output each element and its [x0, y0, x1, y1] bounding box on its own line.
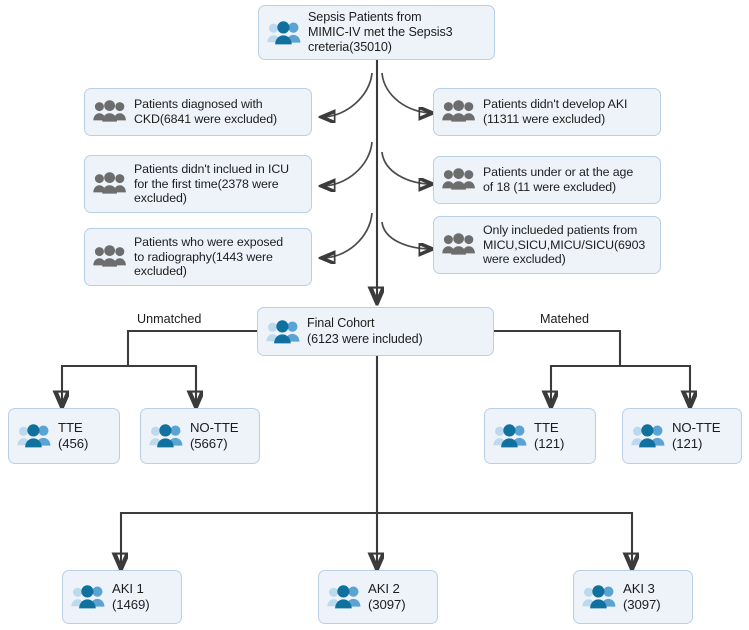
people-group-blue-icon [267, 20, 301, 46]
people-group-blue-icon [327, 584, 361, 610]
people-group-blue-icon [631, 423, 665, 449]
people-group-gray-icon [93, 172, 127, 196]
node-source-cohort[interactable]: Sepsis Patients from MIMIC-IV met the Se… [258, 5, 495, 60]
people-group-gray-icon [93, 100, 127, 124]
node-exclusion-right-3[interactable]: Only inclueded patients from MICU,SICU,M… [433, 216, 661, 274]
node-aki-1-label: AKI 1 (1469) [112, 581, 150, 612]
node-exclusion-left-3-label: Patients who were exposed to radiography… [134, 235, 284, 279]
arrow-exclusion-right-3 [381, 221, 432, 249]
node-exclusion-left-3[interactable]: Patients who were exposed to radiography… [84, 228, 312, 286]
node-source-cohort-label: Sepsis Patients from MIMIC-IV met the Se… [308, 9, 453, 55]
node-exclusion-right-3-label: Only inclueded patients from MICU,SICU,M… [483, 223, 646, 267]
people-group-blue-icon [149, 423, 183, 449]
node-matched-tte[interactable]: TTE (121) [484, 408, 596, 464]
node-matched-tte-label: TTE (121) [534, 420, 565, 451]
people-group-gray-icon [442, 233, 476, 257]
branch-unmatched-stem [126, 329, 257, 366]
people-group-gray-icon [442, 168, 476, 192]
people-group-gray-icon [93, 245, 127, 269]
node-exclusion-right-2-label: Patients under or at the age of 18 (11 w… [483, 165, 634, 194]
node-matched-notte[interactable]: NO-TTE (121) [622, 408, 742, 464]
node-unmatched-notte[interactable]: NO-TTE (5667) [140, 408, 260, 464]
node-exclusion-left-2[interactable]: Patients didn't inclued in ICU for the f… [84, 155, 312, 213]
node-exclusion-right-1-label: Patients didn't develop AKI (11311 were … [483, 97, 628, 126]
arrow-exclusion-right-2 [381, 151, 432, 184]
people-group-blue-icon [582, 584, 616, 610]
node-aki-2[interactable]: AKI 2 (3097) [318, 570, 438, 624]
arrow-exclusion-right-1 [381, 72, 432, 113]
people-group-blue-icon [266, 319, 300, 345]
node-final-cohort-label: Final Cohort (6123 were included) [307, 316, 423, 346]
node-aki-1[interactable]: AKI 1 (1469) [62, 570, 182, 624]
node-unmatched-tte[interactable]: TTE (456) [8, 408, 120, 464]
node-unmatched-notte-label: NO-TTE (5667) [190, 420, 239, 451]
node-aki-2-label: AKI 2 (3097) [368, 581, 406, 612]
branch-label-matched: Matehed [540, 312, 590, 326]
node-unmatched-tte-label: TTE (456) [58, 420, 89, 451]
node-exclusion-right-1[interactable]: Patients didn't develop AKI (11311 were … [433, 88, 661, 136]
node-matched-notte-label: NO-TTE (121) [672, 420, 721, 451]
arrow-exclusion-left-3 [322, 212, 373, 258]
node-exclusion-right-2[interactable]: Patients under or at the age of 18 (11 w… [433, 156, 661, 204]
arrow-exclusion-left-1 [322, 72, 373, 117]
people-group-blue-icon [493, 423, 527, 449]
node-exclusion-left-1[interactable]: Patients diagnosed with CKD(6841 were ex… [84, 88, 312, 136]
branch-matched-stem [494, 329, 622, 366]
people-group-blue-icon [17, 423, 51, 449]
node-aki-3-label: AKI 3 (3097) [623, 581, 661, 612]
node-final-cohort[interactable]: Final Cohort (6123 were included) [257, 307, 494, 356]
node-exclusion-left-1-label: Patients diagnosed with CKD(6841 were ex… [134, 97, 278, 126]
branch-label-unmatched: Unmatched [137, 312, 202, 326]
arrow-exclusion-left-2 [322, 141, 373, 186]
node-exclusion-left-2-label: Patients didn't inclued in ICU for the f… [134, 162, 290, 206]
people-group-blue-icon [71, 584, 105, 610]
people-group-gray-icon [442, 100, 476, 124]
node-aki-3[interactable]: AKI 3 (3097) [573, 570, 693, 624]
